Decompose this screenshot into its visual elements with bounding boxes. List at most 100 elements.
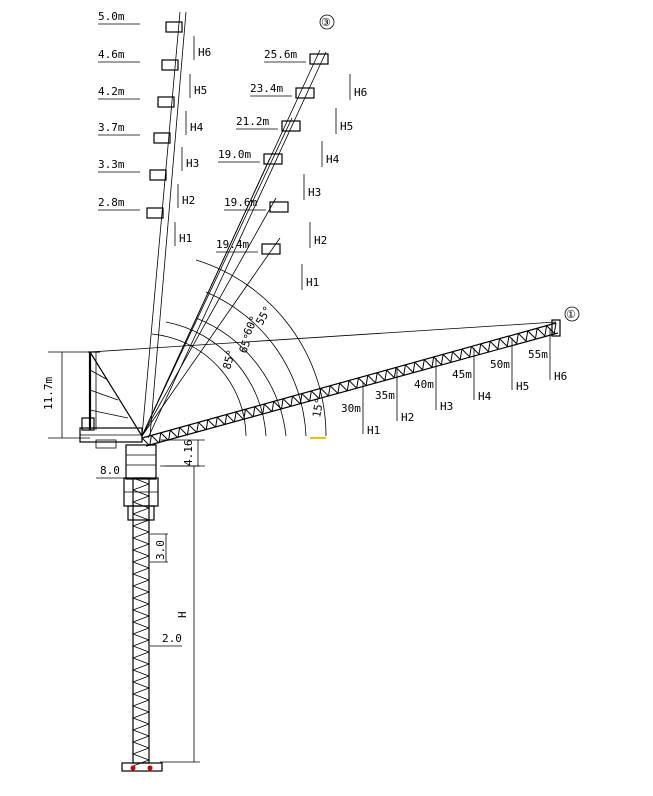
vertical-hook-block (161, 59, 179, 71)
inclined-height-label: H3 (308, 186, 321, 199)
horizontal-radius-label: 35m (375, 389, 395, 402)
vertical-radius-label: 4.2m (98, 85, 125, 98)
jib-brace (290, 396, 294, 407)
jib-brace (518, 333, 527, 342)
jib-tip (551, 319, 561, 337)
jib-brace (470, 346, 480, 355)
jib-brace (440, 354, 444, 365)
inclined-radius-label: 19.0m (218, 148, 251, 161)
mast-brace (132, 717, 150, 725)
position-marker-3: ③ (319, 14, 335, 30)
jib-brace (216, 416, 226, 426)
vertical-radius-label: 2.8m (98, 196, 125, 209)
jib-brace (329, 385, 339, 394)
jib-brace (393, 367, 397, 378)
upper-section-height: 3.0 (154, 540, 167, 560)
dimensions: 11.7m 4.16 8.0 3.0 2.0 H (42, 351, 205, 763)
a-frame (88, 351, 143, 437)
mast-brace (132, 579, 150, 587)
jib-brace (356, 377, 359, 389)
jib-brace (292, 395, 301, 405)
mast-brace (132, 633, 150, 641)
inclined-height-label: H5 (340, 120, 353, 133)
jib-brace (168, 430, 171, 441)
jib-brace (487, 341, 491, 352)
mast-brace (132, 483, 150, 491)
mast-brace (132, 507, 150, 515)
counterweight (81, 417, 95, 431)
jib-brace (431, 356, 435, 368)
inclined-height-label: H6 (354, 86, 367, 99)
mast-brace (132, 555, 150, 563)
jib-brace (151, 435, 160, 444)
mast-brace (132, 639, 150, 647)
horizontal-radius-label: 50m (490, 358, 510, 371)
jib-brace (169, 429, 179, 439)
jib-brace (433, 356, 442, 366)
jib-brace (497, 338, 501, 350)
mast-brace (132, 591, 150, 599)
jib-brace (309, 390, 312, 402)
position-marker-1: ① (564, 306, 580, 322)
mast-brace (132, 693, 150, 701)
jib-brace (160, 432, 169, 441)
jib-brace (375, 372, 378, 384)
jib-brace (469, 346, 472, 357)
mast-brace (132, 525, 150, 533)
jib-brace (263, 403, 273, 413)
inclined-hook-block (263, 153, 283, 165)
total-height: H (176, 611, 189, 618)
jib-brace (499, 338, 508, 347)
jib-brace (320, 387, 329, 397)
inclined-radius-label: 25.6m (264, 48, 297, 61)
jib-brace (235, 411, 245, 420)
jib-brace (527, 330, 536, 339)
angle-label-65: 65° (237, 332, 256, 355)
mast-head-height: 11.7m (42, 377, 55, 410)
mast-brace (132, 729, 150, 737)
jib-brace (395, 367, 405, 376)
inclined-hook-block (281, 120, 301, 132)
angle-label-15: 15° (310, 397, 326, 419)
mast-brace (132, 519, 150, 527)
inclined-hook-block (261, 243, 281, 255)
jib-horizontal (89, 319, 561, 447)
jib-brace (546, 325, 555, 334)
vertical-height-label: H1 (179, 232, 192, 245)
jib-brace (516, 333, 519, 344)
horizontal-height-label: H4 (478, 390, 492, 403)
mast-brace (132, 651, 150, 659)
vertical-hook-block (146, 207, 164, 219)
mast-brace (132, 495, 150, 503)
jib-brace (544, 325, 548, 337)
position-3-label: ③ (321, 16, 331, 29)
horizontal-height-label: H2 (401, 411, 414, 424)
jib-brace (508, 335, 518, 345)
mast-brace (132, 549, 150, 557)
jib-brace (215, 417, 218, 428)
mast-brace (132, 531, 150, 539)
mast-brace (132, 627, 150, 635)
jib-inclined (141, 49, 327, 439)
mast-brace (132, 567, 150, 575)
jib-brace (386, 369, 395, 379)
mast-brace (132, 489, 150, 497)
jib-brace (403, 364, 406, 376)
jib-brace (339, 382, 348, 392)
jib-brace (299, 393, 303, 404)
jib-brace (553, 322, 557, 334)
inclined-radius-label: 23.4m (250, 82, 283, 95)
jib-brace (254, 406, 263, 415)
counter-jib-length: 8.0 (100, 464, 120, 477)
jib-brace (346, 380, 350, 391)
vertical-hook-block (165, 21, 183, 33)
inclined-radius-label: 21.2m (236, 115, 269, 128)
horizontal-height-label: H1 (367, 424, 380, 437)
jib-vertical (141, 11, 187, 437)
jib-brace (365, 375, 369, 386)
inclined-height-label: H1 (306, 276, 319, 289)
mast-brace (132, 573, 150, 581)
vertical-hook-block (157, 96, 175, 108)
jib-brace (459, 349, 463, 360)
